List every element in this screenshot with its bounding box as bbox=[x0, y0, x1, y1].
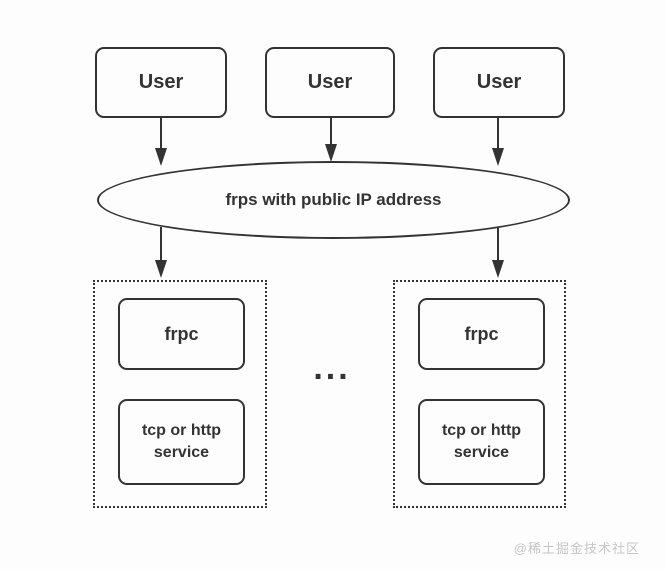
service-box-2: tcp or http service bbox=[418, 399, 545, 485]
user-box-1: User bbox=[95, 47, 227, 118]
arrow-user3-to-frps bbox=[492, 118, 504, 166]
frpc-box-2-label: frpc bbox=[464, 323, 499, 344]
client-group-2: frpc tcp or http service bbox=[393, 280, 566, 508]
service-box-1: tcp or http service bbox=[118, 399, 245, 485]
arrow-user1-to-frps bbox=[155, 118, 167, 166]
client-group-1: frpc tcp or http service bbox=[93, 280, 267, 508]
service-box-2-label: tcp or http service bbox=[441, 422, 522, 461]
more-clients-ellipsis: ... bbox=[313, 349, 351, 387]
watermark-text: @稀土掘金技术社区 bbox=[513, 541, 640, 556]
frpc-box-1-label: frpc bbox=[164, 323, 199, 344]
frps-server-label: frps with public IP address bbox=[225, 190, 442, 209]
frps-server-ellipse: frps with public IP address bbox=[97, 161, 570, 239]
user-box-1-label: User bbox=[138, 71, 184, 93]
service-box-1-label: tcp or http service bbox=[141, 422, 222, 461]
user-box-3: User bbox=[433, 47, 565, 118]
arrow-frps-to-client1 bbox=[155, 227, 167, 278]
frpc-box-1: frpc bbox=[118, 298, 245, 370]
frpc-box-2: frpc bbox=[418, 298, 545, 370]
user-box-3-label: User bbox=[476, 71, 522, 93]
user-box-2-label: User bbox=[307, 71, 353, 93]
user-box-2: User bbox=[265, 47, 395, 118]
arrow-frps-to-client2 bbox=[492, 228, 504, 278]
arrow-user2-to-frps bbox=[325, 118, 337, 162]
